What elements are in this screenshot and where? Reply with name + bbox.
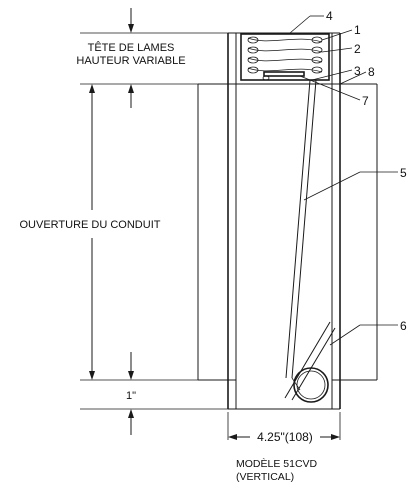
duct-outline bbox=[197, 83, 378, 381]
callout-1: 1 bbox=[354, 23, 361, 37]
bottom-roller bbox=[284, 321, 336, 403]
callout-5: 5 bbox=[400, 166, 407, 180]
closure-strap bbox=[285, 79, 317, 391]
callout-6: 6 bbox=[400, 319, 407, 333]
callout-8: 8 bbox=[368, 65, 375, 79]
dim-blade-head bbox=[128, 8, 134, 108]
damper-frame bbox=[227, 32, 341, 410]
label-model-line1: MODÈLE 51CVD bbox=[236, 457, 318, 470]
callout-4: 4 bbox=[326, 9, 333, 23]
callout-numbers: 4 1 2 3 8 7 5 6 bbox=[326, 9, 407, 333]
callout-7: 7 bbox=[362, 94, 369, 108]
dim-width bbox=[228, 434, 340, 440]
latch-assembly bbox=[262, 71, 312, 81]
dim-duct-opening bbox=[89, 84, 95, 380]
dim-one-inch bbox=[128, 352, 134, 435]
label-tete-line2: HAUTEUR VARIABLE bbox=[76, 55, 185, 67]
callout-leaders bbox=[289, 15, 398, 346]
callout-3: 3 bbox=[354, 64, 361, 78]
label-width-dim: 4.25"(108) bbox=[257, 430, 313, 444]
label-ouverture: OUVERTURE DU CONDUIT bbox=[20, 219, 161, 231]
label-tete-line1: TÊTE DE LAMES bbox=[88, 41, 175, 54]
blade-stack bbox=[240, 33, 330, 81]
label-one-inch: 1" bbox=[126, 390, 136, 402]
text-labels: TÊTE DE LAMES HAUTEUR VARIABLE OUVERTURE… bbox=[20, 41, 318, 483]
extension-lines bbox=[80, 32, 341, 440]
label-model-line2: (VERTICAL) bbox=[236, 471, 294, 483]
callout-2: 2 bbox=[354, 42, 361, 56]
